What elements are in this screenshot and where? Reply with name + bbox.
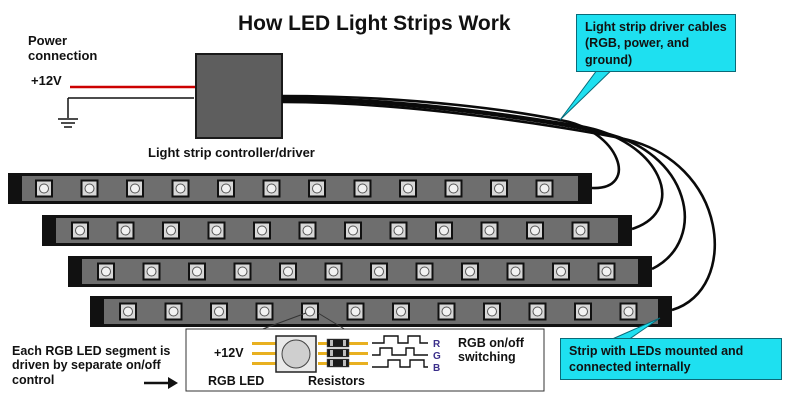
resistors [326, 338, 350, 368]
arrow-right-icon [144, 377, 178, 389]
led-lens [130, 183, 140, 194]
led-lens [357, 183, 368, 194]
power-wiring [67, 85, 196, 118]
led-lens [328, 266, 339, 277]
led-lens [465, 266, 475, 277]
led-lens [539, 183, 550, 194]
rgb-led-label: RGB LED [208, 374, 265, 388]
cables-callout: Light strip driver cables (RGB, power, a… [576, 14, 736, 72]
led-lens [168, 306, 179, 317]
led-lens [221, 183, 231, 194]
led-lens [441, 306, 452, 317]
led-lens [396, 306, 406, 317]
power-connection-label: Power connection [28, 33, 98, 63]
led-lens [578, 306, 588, 317]
led-strips [8, 173, 672, 327]
led-lens [350, 306, 361, 317]
led-lens [259, 306, 270, 317]
led-lens [623, 306, 634, 317]
strip-callout: Strip with LEDs mounted and connected in… [560, 338, 782, 380]
led-lens [84, 183, 95, 194]
led-lens [211, 225, 222, 236]
led-lens [123, 306, 133, 317]
segment-control-note: Each RGB LED segment is driven by separa… [12, 344, 171, 387]
inset-voltage-label: +12V [214, 346, 244, 360]
switching-label: RGB on/off switching [458, 336, 524, 365]
led-lens [403, 183, 413, 194]
led-lens [39, 183, 49, 194]
strip-face [104, 299, 658, 324]
circuit-detail-inset: R G B [185, 312, 545, 392]
led-lens [214, 306, 224, 317]
led-lens [166, 225, 176, 236]
led-lens [419, 266, 430, 277]
led-lens [192, 266, 202, 277]
led-lens [305, 306, 315, 317]
led-lens [283, 266, 293, 277]
rgb-led-lens [281, 339, 311, 369]
led-lens [101, 266, 111, 277]
controller-box [195, 53, 283, 139]
led-lens [146, 266, 157, 277]
led-lens [374, 266, 384, 277]
led-lens [312, 183, 322, 194]
led-strip-2 [42, 215, 632, 246]
led-lens [302, 225, 313, 236]
led-lens [257, 225, 267, 236]
led-lens [510, 266, 521, 277]
resistors-label: Resistors [308, 374, 365, 388]
channel-label-r: R [433, 339, 441, 350]
led-lens [532, 306, 543, 317]
led-lens [448, 183, 459, 194]
led-lens [237, 266, 248, 277]
led-lens [575, 225, 586, 236]
square-wave-icon [372, 335, 428, 368]
led-lens [530, 225, 540, 236]
led-lens [120, 225, 131, 236]
led-lens [601, 266, 612, 277]
controller-label: Light strip controller/driver [148, 145, 315, 160]
led-lens [266, 183, 277, 194]
led-lens [439, 225, 449, 236]
channel-label-b: B [433, 363, 440, 374]
led-lens [75, 225, 85, 236]
led-lens [556, 266, 566, 277]
led-lens [484, 225, 495, 236]
strip-face [56, 218, 618, 243]
led-lens [487, 306, 497, 317]
led-strip-4 [90, 296, 672, 327]
driver-cables [281, 94, 716, 312]
led-lens [494, 183, 504, 194]
power-voltage-label: +12V [31, 73, 62, 88]
led-strip-1 [8, 173, 592, 204]
led-lens [175, 183, 186, 194]
led-lens [393, 225, 404, 236]
ground-symbol-icon [58, 118, 78, 128]
page-title: How LED Light Strips Work [238, 12, 511, 35]
led-lens [348, 225, 358, 236]
strip-face [22, 176, 578, 201]
led-strip-3 [68, 256, 652, 287]
strip-face [82, 259, 638, 284]
channel-label-g: G [433, 351, 441, 362]
